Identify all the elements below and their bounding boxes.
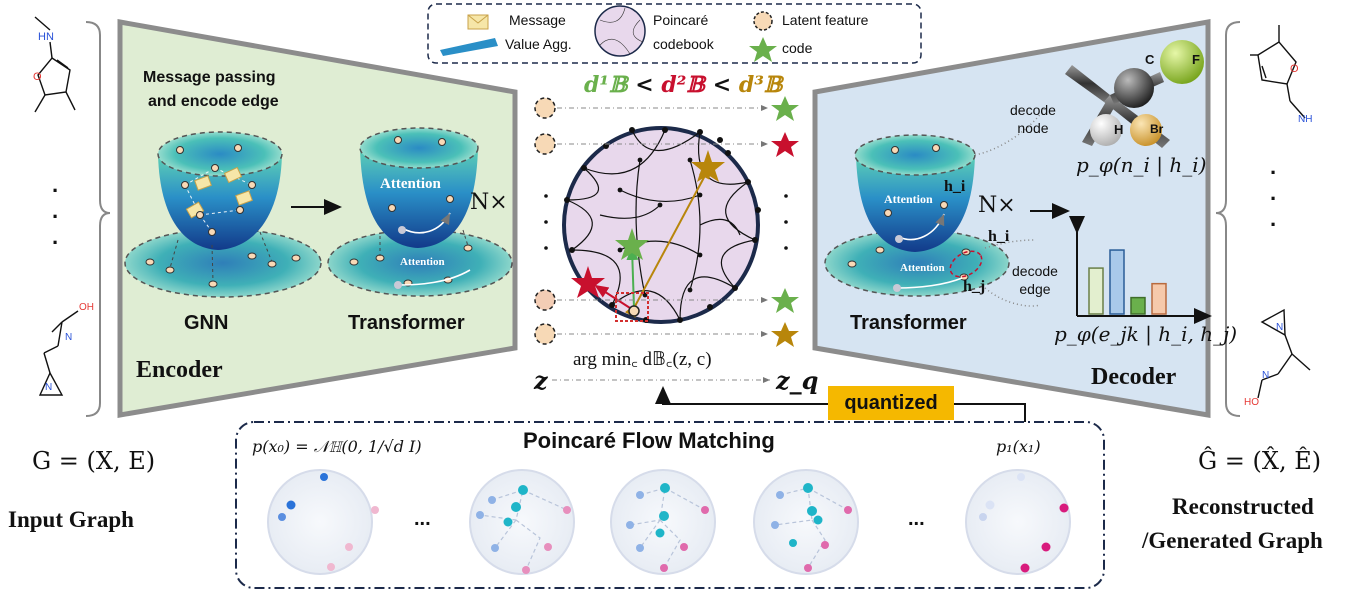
edge-bar <box>1130 296 1146 315</box>
svg-text:N: N <box>1276 322 1283 333</box>
right-bracket <box>1215 21 1241 417</box>
decoder-h-j: h_j <box>963 278 986 295</box>
decoder-transformer-label: Transformer <box>850 312 967 334</box>
edge-bar-chart <box>1069 216 1212 324</box>
encoder-transformer-label: Transformer <box>348 312 465 334</box>
output-ellipsis: ··· <box>1270 160 1278 237</box>
latent-feature-icon <box>753 11 773 31</box>
encoder-title: Encoder <box>136 357 223 383</box>
atom-model <box>1065 40 1204 148</box>
decoder-attention-bottom: Attention <box>900 262 945 274</box>
decoder-transformer-module <box>824 134 1010 297</box>
svg-text:OH: OH <box>79 302 94 313</box>
flow-ellipsis-left: ... <box>414 508 431 530</box>
flow-matching-title: Poincaré Flow Matching <box>523 428 775 453</box>
flow-start-distribution: p(x₀) = 𝒩ℍ(0, 1/√d I) <box>252 437 422 456</box>
distance-inequality: d¹𝔹 < d²𝔹 < d³𝔹 <box>584 72 783 98</box>
svg-text:N: N <box>1262 370 1269 381</box>
svg-text:O: O <box>1290 63 1299 75</box>
svg-text:HN: HN <box>38 31 54 43</box>
svg-text:NH: NH <box>1298 114 1312 125</box>
legend-value-agg-label: Value Agg. <box>505 36 572 52</box>
output-graph-formula: Ĝ = (X̂, Ê) <box>1198 447 1322 475</box>
edge-bar <box>1151 282 1167 315</box>
output-label-2: /Generated Graph <box>1142 528 1323 553</box>
legend-box <box>427 3 922 64</box>
output-molecule-bottom: N N HO <box>1244 308 1311 408</box>
poincare-disk <box>562 126 761 324</box>
argmin-formula: arg min꜀ d𝔹꜀(z, c) <box>573 349 712 370</box>
encoder-transformer-module <box>327 127 513 297</box>
svg-text:HO: HO <box>1244 397 1259 408</box>
input-graph-formula: G = (X, E) <box>32 447 156 475</box>
gnn-module <box>124 131 322 298</box>
message-passing-label-1: Message passing <box>143 69 276 86</box>
quantized-badge: quantized <box>828 386 954 420</box>
atom-label-f: F <box>1192 52 1200 67</box>
svg-text:O: O <box>33 71 42 83</box>
decoder-h-i: h_i <box>988 228 1010 245</box>
flow-points <box>278 473 1069 574</box>
value-agg-icon <box>440 38 498 56</box>
legend-codebook-label-2: codebook <box>653 36 714 52</box>
svg-text:N: N <box>65 332 72 343</box>
legend-message-label: Message <box>509 12 566 28</box>
input-molecule-bottom: OH N N <box>38 302 94 396</box>
atom-label-br: Br <box>1150 122 1164 136</box>
flow-end-distribution: p₁(x₁) <box>996 437 1041 456</box>
left-bracket <box>85 21 111 417</box>
input-graph-label: Input Graph <box>8 507 134 532</box>
encoder-repeat: N× <box>470 190 508 215</box>
encoder-panel <box>117 19 518 418</box>
encoder-attention-top: Attention <box>380 176 441 192</box>
edge-probability: p_φ(e_jk | h_i, h_j) <box>1054 322 1238 346</box>
encoder-attention-bottom: Attention <box>400 256 445 268</box>
svg-text:N: N <box>45 382 52 393</box>
legend-codebook-label-1: Poincaré <box>653 12 709 28</box>
decoder-attention-top: Attention <box>884 192 933 206</box>
message-passing-label-2: and encode edge <box>148 93 279 110</box>
edge-bar <box>1088 267 1104 315</box>
quantized-zq: z_q <box>776 366 819 395</box>
decoder-repeat: N× <box>978 193 1016 218</box>
decoder-title: Decoder <box>1091 364 1177 390</box>
output-molecule-top: O NH <box>1250 25 1312 125</box>
output-label-1: Reconstructed <box>1172 494 1314 519</box>
decoder-h-i-top: h_i <box>944 178 966 195</box>
code-star-icon <box>749 37 777 62</box>
atom-label-c: C <box>1145 52 1155 67</box>
atom-label-h: H <box>1114 122 1124 137</box>
codebook-icon <box>594 5 646 57</box>
input-molecule-top: HN O <box>33 16 76 113</box>
input-ellipsis: ··· <box>52 178 60 255</box>
latent-features-column <box>534 96 799 383</box>
node-probability: p_φ(n_i | h_i) <box>1076 153 1207 177</box>
latent-z: z <box>534 366 548 395</box>
legend-code-label: code <box>782 40 813 56</box>
flow-ellipsis-right: ... <box>908 508 925 530</box>
gnn-label: GNN <box>184 312 229 334</box>
legend-latent-label: Latent feature <box>782 12 869 28</box>
edge-bar <box>1109 249 1125 315</box>
